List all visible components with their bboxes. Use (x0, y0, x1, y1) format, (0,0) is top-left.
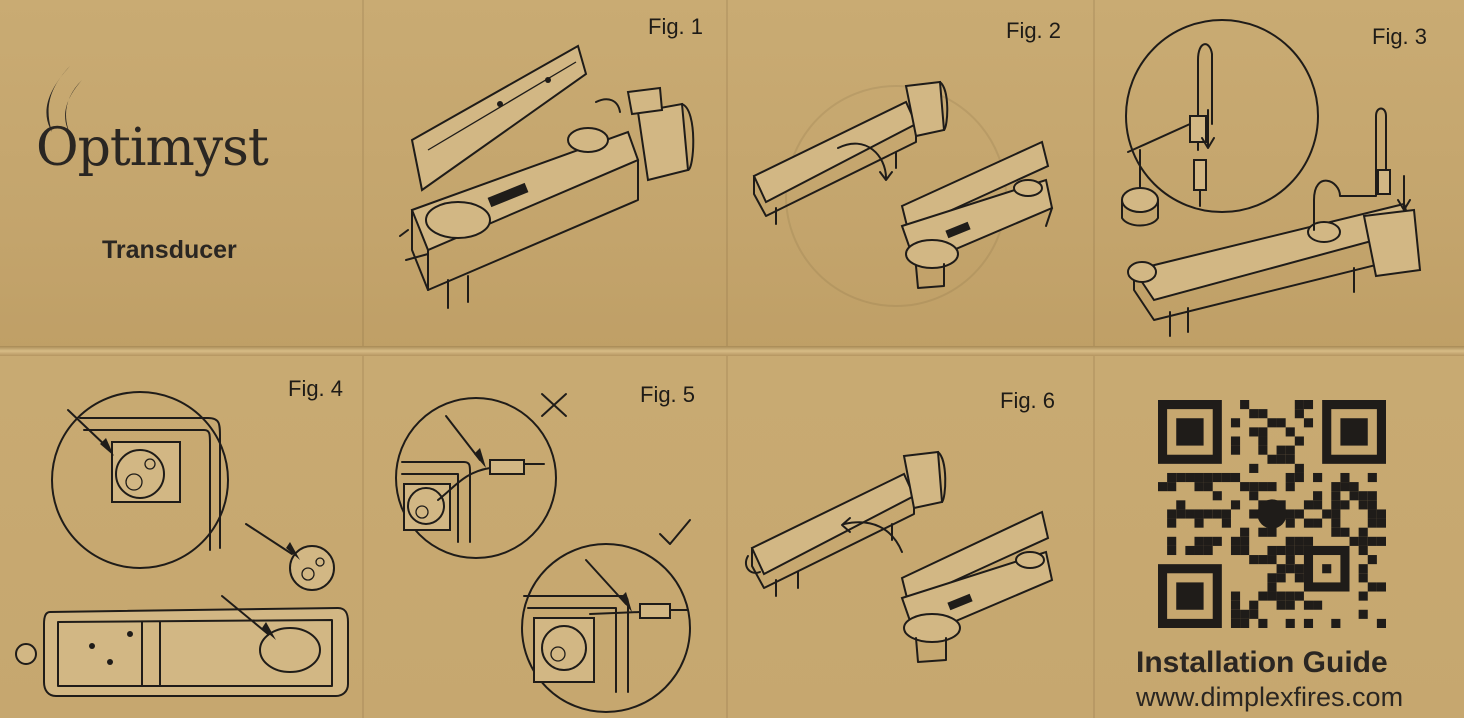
fold-line (726, 356, 728, 718)
flame-logo-icon (46, 66, 82, 134)
fig-5-label: Fig. 5 (640, 382, 696, 407)
fold-line (1093, 356, 1095, 718)
fig-5-illustration (395, 397, 691, 713)
cross-mark-icon (541, 393, 567, 417)
fig-3-label: Fig. 3 (1372, 24, 1428, 49)
product-name: Transducer (102, 236, 237, 264)
qr-code[interactable] (1158, 400, 1386, 628)
fig-6-illustration (744, 450, 1054, 663)
fold-line (362, 356, 364, 718)
fig-3-illustration (1121, 19, 1422, 337)
brand-name: Optimyst (36, 118, 269, 178)
fig-2-label: Fig. 2 (1006, 18, 1062, 43)
guide-title: Installation Guide (1136, 646, 1388, 679)
fig-4-label: Fig. 4 (288, 376, 344, 401)
fold-line (726, 0, 728, 346)
leaflet-top-strip (0, 0, 1464, 352)
check-mark-icon (659, 519, 691, 545)
fig-1-label: Fig. 1 (648, 14, 704, 39)
fold-seam (0, 346, 1464, 356)
fold-line (362, 0, 364, 346)
fig-6-label: Fig. 6 (1000, 388, 1056, 413)
fig-1-illustration (399, 44, 695, 309)
guide-url[interactable]: www.dimplexfires.com (1136, 682, 1404, 712)
fold-line (1093, 0, 1095, 346)
fig-2-illustration (752, 80, 1054, 307)
fig-4-illustration (15, 391, 349, 697)
